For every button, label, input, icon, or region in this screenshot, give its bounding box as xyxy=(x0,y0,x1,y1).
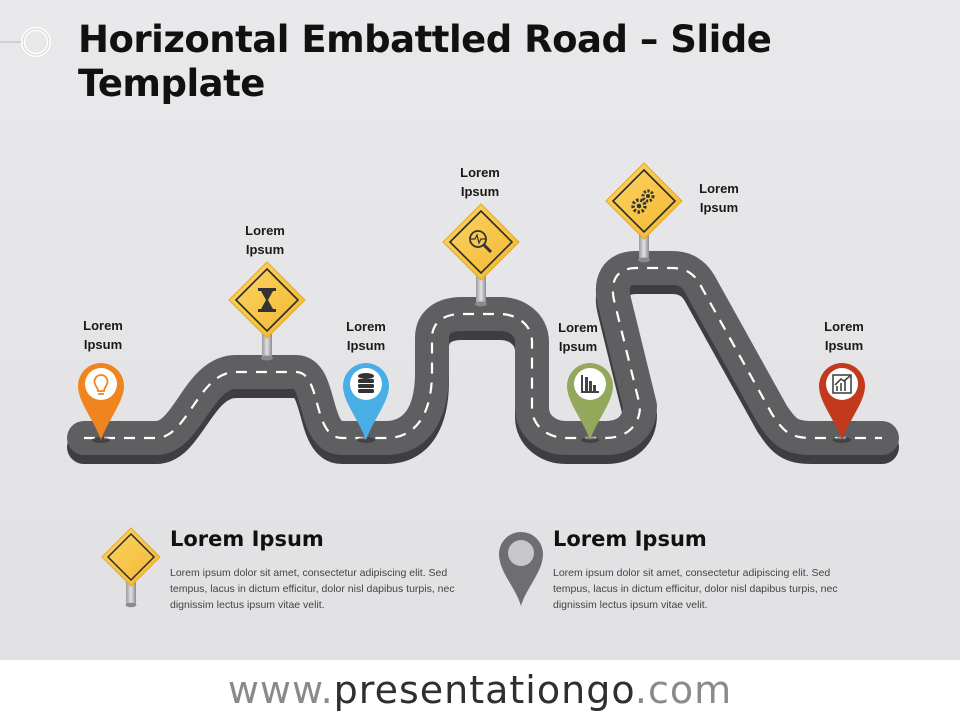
legend-text-1: Lorem ipsum dolor sit amet, consectetur … xyxy=(170,565,480,613)
label-line-1: Lorem xyxy=(440,163,520,182)
road-sign-icon xyxy=(96,526,166,608)
milestone-sign-3 xyxy=(606,163,682,263)
label-line-1: Lorem xyxy=(804,317,884,336)
milestone-sign-1 xyxy=(229,262,305,361)
label-line-2: Ipsum xyxy=(538,337,618,356)
milestone-label-1: Lorem Ipsum xyxy=(63,316,143,354)
url-suffix: .com xyxy=(635,668,732,712)
label-line-2: Ipsum xyxy=(440,182,520,201)
label-line-2: Ipsum xyxy=(326,336,406,355)
label-line-1: Lorem xyxy=(326,317,406,336)
milestone-label-4: Lorem Ipsum xyxy=(440,163,520,201)
label-line-1: Lorem xyxy=(538,318,618,337)
label-line-2: Ipsum xyxy=(679,198,759,217)
title-ring-icon xyxy=(23,29,49,55)
footer-url[interactable]: www.presentationgo.com xyxy=(0,660,960,720)
milestone-label-6: Lorem Ipsum xyxy=(679,179,759,217)
legend-text-2: Lorem ipsum dolor sit amet, consectetur … xyxy=(553,565,863,613)
footer: www.presentationgo.com xyxy=(0,660,960,720)
legend-title-1: Lorem Ipsum xyxy=(170,527,324,551)
map-pin-icon xyxy=(496,532,546,608)
url-brand: presentationgo xyxy=(334,668,635,712)
label-line-2: Ipsum xyxy=(63,335,143,354)
url-prefix: www. xyxy=(228,668,334,712)
label-line-1: Lorem xyxy=(63,316,143,335)
slide-canvas: Horizontal Embattled Road – Slide Templa… xyxy=(0,0,960,660)
label-line-2: Ipsum xyxy=(225,240,305,259)
label-line-2: Ipsum xyxy=(804,336,884,355)
milestone-sign-2 xyxy=(443,204,519,307)
label-line-1: Lorem xyxy=(225,221,305,240)
milestone-label-7: Lorem Ipsum xyxy=(804,317,884,355)
milestone-label-5: Lorem Ipsum xyxy=(538,318,618,356)
milestone-label-2: Lorem Ipsum xyxy=(225,221,305,259)
label-line-1: Lorem xyxy=(679,179,759,198)
legend-title-2: Lorem Ipsum xyxy=(553,527,707,551)
database-icon xyxy=(358,373,374,393)
milestone-label-3: Lorem Ipsum xyxy=(326,317,406,355)
